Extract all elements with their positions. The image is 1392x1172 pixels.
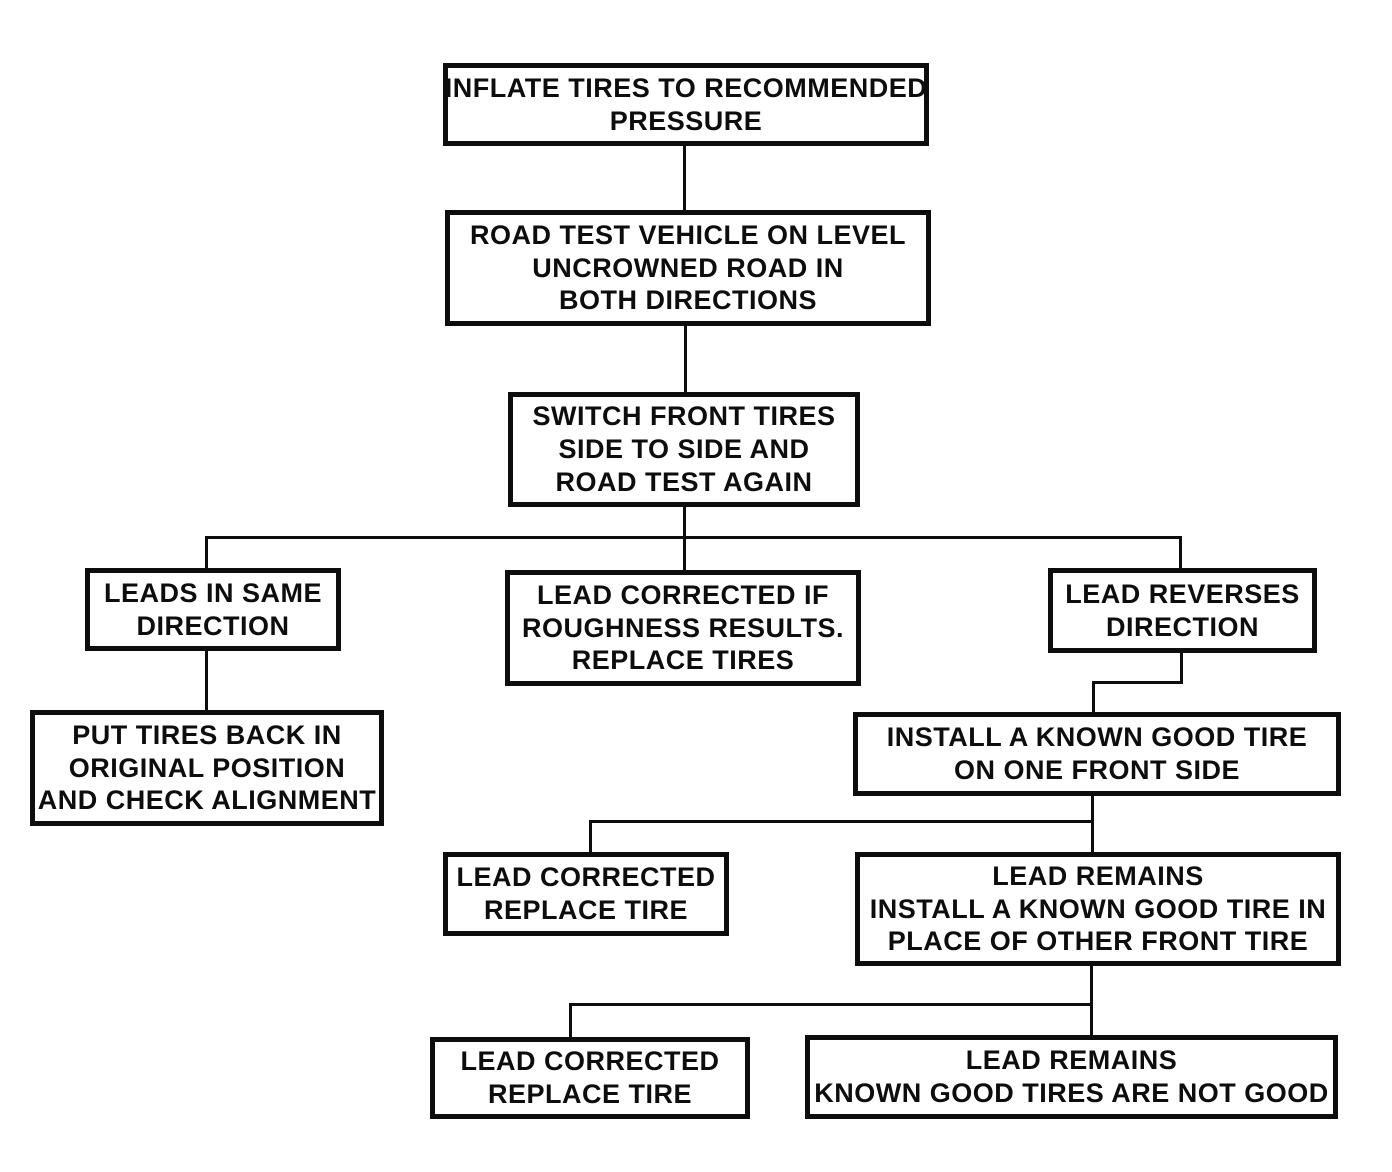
edge-leads-to-putback [205,650,208,712]
edge-branch1-horizontal [205,536,1182,539]
edge-branch2-horizontal [589,820,1094,823]
edge-remains-stem [1090,965,1093,1037]
node-leads-same-direction: LEADS IN SAME DIRECTION [85,568,341,651]
edge-branch3-left-drop [569,1003,572,1039]
edge-reverses-elbow-drop [1180,652,1183,684]
node-lead-corrected-replace-tire-2: LEAD CORRECTED REPLACE TIRE [430,1037,750,1119]
edge-branch3-horizontal [569,1003,1093,1006]
edge-branch1-left-drop [205,536,208,570]
edge-branch2-left-drop [589,820,592,854]
edge-switch-stem [683,507,686,572]
node-switch-front-tires: SWITCH FRONT TIRES SIDE TO SIDE AND ROAD… [508,392,860,507]
edge-inflate-to-roadtest [683,145,686,211]
node-lead-remains-tires-not-good: LEAD REMAINS KNOWN GOOD TIRES ARE NOT GO… [805,1035,1338,1119]
edge-roadtest-to-switch [684,325,687,393]
node-inflate-tires: INFLATE TIRES TO RECOMMENDED PRESSURE [443,63,929,146]
edge-reverses-elbow-horizontal [1092,681,1183,684]
node-lead-corrected-replace-tire-1: LEAD CORRECTED REPLACE TIRE [443,852,729,936]
node-road-test: ROAD TEST VEHICLE ON LEVEL UNCROWNED ROA… [445,210,931,326]
node-lead-corrected-roughness: LEAD CORRECTED IF ROUGHNESS RESULTS. REP… [505,570,861,686]
edge-install-stem [1091,795,1094,854]
node-lead-remains-install-other: LEAD REMAINS INSTALL A KNOWN GOOD TIRE I… [855,852,1341,966]
edge-reverses-to-install [1092,681,1095,714]
node-lead-reverses-direction: LEAD REVERSES DIRECTION [1048,568,1317,653]
node-install-good-tire-one-side: INSTALL A KNOWN GOOD TIRE ON ONE FRONT S… [853,712,1341,796]
edge-branch1-right-drop [1179,536,1182,570]
node-put-tires-back: PUT TIRES BACK IN ORIGINAL POSITION AND … [30,710,384,826]
